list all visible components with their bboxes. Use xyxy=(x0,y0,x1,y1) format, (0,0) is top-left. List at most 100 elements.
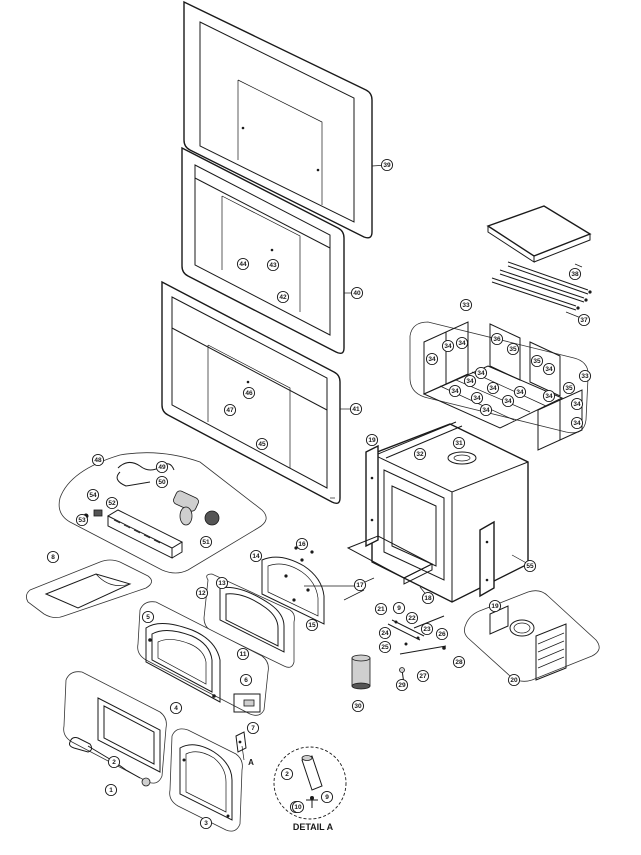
callout-circle xyxy=(46,550,60,564)
callout-circle xyxy=(236,257,250,271)
callout-number: 33 xyxy=(462,302,470,309)
callout-26: 26 xyxy=(435,627,449,641)
callout-52: 52 xyxy=(105,496,119,510)
callout-number: 43 xyxy=(269,262,277,269)
surround-panel-39 xyxy=(183,0,373,239)
callout-number: 38 xyxy=(571,271,579,278)
glass-frame-12 xyxy=(203,573,295,668)
surround-panel-40 xyxy=(181,146,345,355)
callout-number: 34 xyxy=(545,366,553,373)
blower-assembly xyxy=(58,452,267,574)
callout-circle xyxy=(155,460,169,474)
callout-number: 34 xyxy=(473,395,481,402)
callout-33: 33 xyxy=(459,298,473,312)
callout-34: 34 xyxy=(570,416,584,430)
callout-13: 13 xyxy=(215,576,229,590)
callout-circle xyxy=(463,374,477,388)
callout-42: 42 xyxy=(276,290,290,304)
callout-number: 35 xyxy=(533,358,541,365)
callout-circle xyxy=(486,381,500,395)
callout-number: 15 xyxy=(308,622,316,629)
callout-20: 20 xyxy=(507,673,521,687)
callout-circle xyxy=(421,591,435,605)
callout-34: 34 xyxy=(474,366,488,380)
detail-a-title: DETAIL A xyxy=(293,822,334,832)
callout-number: 27 xyxy=(419,673,427,680)
callout-35: 35 xyxy=(562,381,576,395)
callout-circle xyxy=(353,578,367,592)
glass-panel-14 xyxy=(261,546,325,625)
callout-45: 45 xyxy=(255,437,269,451)
callout-number: 3 xyxy=(204,820,208,827)
callout-circle xyxy=(86,488,100,502)
callout-number: 35 xyxy=(509,346,517,353)
callout-number: 52 xyxy=(108,500,116,507)
callout-number: 34 xyxy=(466,378,474,385)
callout-number: 10 xyxy=(294,804,302,811)
callout-50: 50 xyxy=(155,475,169,489)
callout-34: 34 xyxy=(479,403,493,417)
callout-circle xyxy=(542,362,556,376)
callout-9: 9 xyxy=(392,601,406,615)
callout-circle xyxy=(523,559,537,573)
callout-21: 21 xyxy=(374,602,388,616)
callout-number: 54 xyxy=(89,492,97,499)
callout-circle xyxy=(104,783,118,797)
callout-circle xyxy=(374,602,388,616)
callout-number: 11 xyxy=(240,651,247,658)
callout-number: 9 xyxy=(325,794,329,801)
callout-number: 5 xyxy=(146,614,150,621)
callout-circle xyxy=(425,352,439,366)
callout-10: 10 xyxy=(291,800,305,814)
callout-number: 33 xyxy=(581,373,589,380)
callout-34: 34 xyxy=(441,339,455,353)
callout-15: 15 xyxy=(305,618,319,632)
firebrick-liner xyxy=(409,321,589,451)
callout-number: 17 xyxy=(356,582,364,589)
callout-2: 2 xyxy=(107,755,121,769)
callout-number: 18 xyxy=(424,595,432,602)
callout-39: 39 xyxy=(380,158,394,172)
callout-number: 9 xyxy=(397,605,401,612)
callout-34: 34 xyxy=(455,336,469,350)
callout-number: 41 xyxy=(352,406,360,413)
callout-circle xyxy=(349,402,363,416)
callout-14: 14 xyxy=(249,549,263,563)
callout-number: 44 xyxy=(239,261,247,268)
callout-number: 34 xyxy=(444,343,452,350)
callout-number: 21 xyxy=(377,606,385,613)
callout-circle xyxy=(501,394,515,408)
callout-number: 31 xyxy=(455,440,463,447)
air-tubes-37 xyxy=(491,261,592,311)
callout-34: 34 xyxy=(463,374,477,388)
callout-circle xyxy=(169,701,183,715)
callout-number: 34 xyxy=(458,340,466,347)
callout-number: 8 xyxy=(51,554,55,561)
callout-16: 16 xyxy=(295,537,309,551)
callout-circle xyxy=(155,475,169,489)
callout-19: 19 xyxy=(365,433,379,447)
callout-number: 35 xyxy=(565,385,573,392)
callout-circle xyxy=(266,258,280,272)
callout-circle xyxy=(513,385,527,399)
callout-circle xyxy=(441,339,455,353)
callout-18: 18 xyxy=(421,591,435,605)
callout-circle xyxy=(199,816,213,830)
callout-number: 46 xyxy=(245,390,253,397)
callout-circle xyxy=(107,755,121,769)
callout-6: 6 xyxy=(239,673,253,687)
callout-circle xyxy=(255,437,269,451)
callout-circle xyxy=(380,158,394,172)
callout-circle xyxy=(542,389,556,403)
callout-34: 34 xyxy=(542,362,556,376)
callout-circle xyxy=(215,576,229,590)
callout-number: 42 xyxy=(279,294,287,301)
side-panel-19-left xyxy=(365,444,379,548)
callout-number: 39 xyxy=(383,162,391,169)
callout-number: 26 xyxy=(438,631,446,638)
callout-4: 4 xyxy=(169,701,183,715)
callout-number: 16 xyxy=(298,541,306,548)
callout-37: 37 xyxy=(577,313,591,327)
callout-circle xyxy=(448,384,462,398)
callout-circle xyxy=(280,767,294,781)
